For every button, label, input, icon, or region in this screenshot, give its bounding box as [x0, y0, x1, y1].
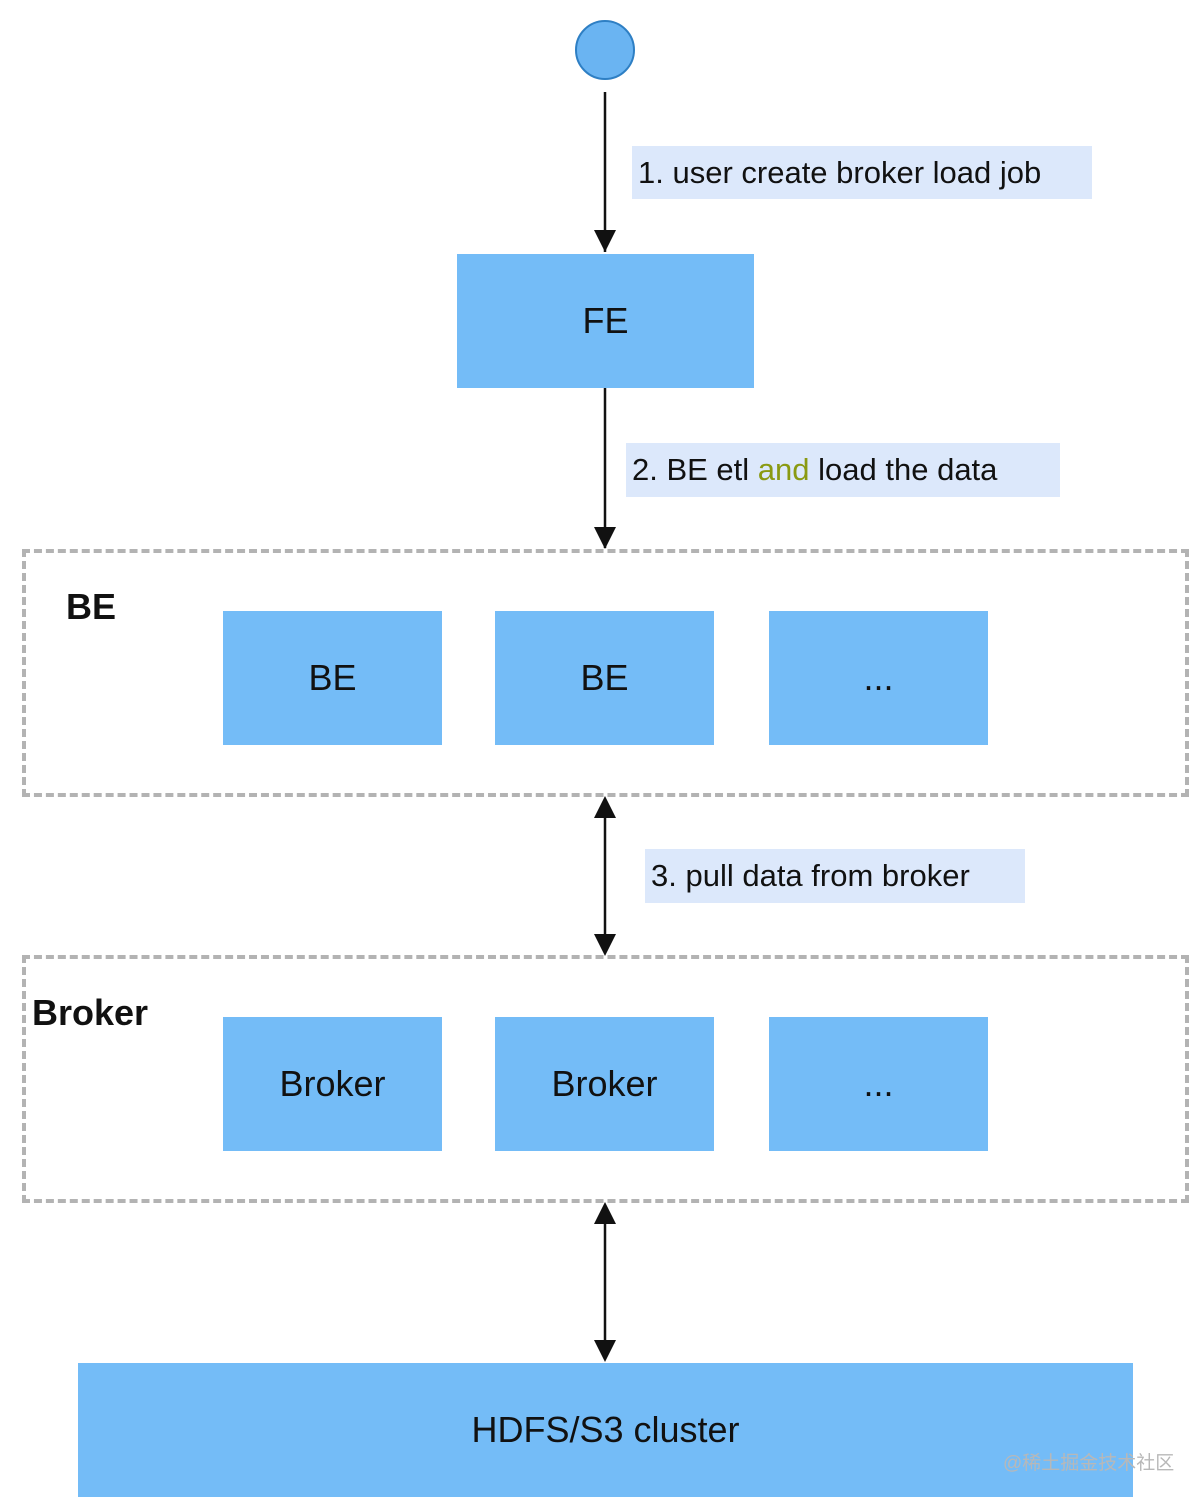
step1-text: 1. user create broker load job — [638, 154, 1042, 190]
step2-label: 2. BE etl and load the data — [626, 443, 1060, 497]
arrowhead-fe — [594, 230, 616, 252]
step3-label: 3. pull data from broker — [645, 849, 1025, 903]
step1-label: 1. user create broker load job — [632, 146, 1092, 199]
be-node-1-label: BE — [308, 657, 357, 698]
step2-text-before: 2. BE etl — [632, 452, 758, 487]
step3-text: 3. pull data from broker — [651, 858, 970, 893]
broker-group-title: Broker — [32, 992, 149, 1033]
broker-node-1: Broker — [223, 1017, 442, 1151]
arrowhead-be — [594, 527, 616, 549]
broker-node-2-label: Broker — [551, 1063, 658, 1104]
step2-text-after: load the data — [809, 452, 998, 487]
be-node-more-label: ... — [863, 657, 894, 698]
broker-group — [22, 955, 1189, 1203]
arrowhead-down-broker — [594, 934, 616, 956]
be-node-more: ... — [769, 611, 988, 745]
storage-cluster-node: HDFS/S3 cluster — [78, 1363, 1133, 1497]
be-group-title: BE — [66, 586, 117, 627]
broker-node-more-label: ... — [863, 1063, 894, 1104]
fe-node-label: FE — [582, 300, 629, 341]
watermark-text: @稀土掘金技术社区 — [1003, 1453, 1175, 1474]
start-circle — [575, 20, 635, 80]
broker-node-1-label: Broker — [279, 1063, 386, 1104]
arrowhead-up-be — [594, 796, 616, 818]
be-node-2-label: BE — [580, 657, 629, 698]
arrowhead-up-broker — [594, 1202, 616, 1224]
broker-node-2: Broker — [495, 1017, 714, 1151]
fe-node: FE — [457, 254, 754, 388]
be-node-2: BE — [495, 611, 714, 745]
step2-text-highlight: and — [757, 452, 810, 487]
arrowhead-down-storage — [594, 1340, 616, 1362]
be-node-1: BE — [223, 611, 442, 745]
be-group — [22, 549, 1189, 797]
broker-node-more: ... — [769, 1017, 988, 1151]
storage-cluster-label: HDFS/S3 cluster — [471, 1409, 740, 1450]
